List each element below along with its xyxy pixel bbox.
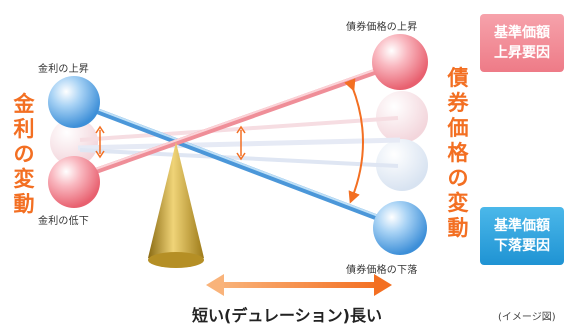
blue-ball-rate-up bbox=[48, 76, 100, 128]
faded-right-ball-lower bbox=[376, 139, 428, 191]
faded-left-ball bbox=[50, 118, 98, 166]
label-rate-down: 金利の低下 bbox=[38, 216, 89, 227]
small-double-arrow-middle bbox=[236, 125, 246, 161]
label-price-down: 債券価格の下落 bbox=[346, 265, 418, 276]
faded-right-ball-upper bbox=[376, 91, 428, 143]
beam-red bbox=[74, 62, 396, 181]
duration-arrow bbox=[206, 274, 392, 296]
pivot-cone bbox=[148, 142, 204, 264]
red-ball-rate-down bbox=[48, 156, 100, 208]
label-price-up: 債券価格の上昇 bbox=[346, 22, 418, 33]
red-ball-price-up bbox=[372, 34, 428, 90]
beam-blue bbox=[74, 100, 396, 227]
blue-ball-price-down bbox=[373, 201, 427, 255]
badge-up-line2: 上昇要因 bbox=[494, 45, 550, 61]
vertical-label-rate-change: 金利の変動 bbox=[13, 92, 35, 216]
badge-down-line1: 基準価額 bbox=[494, 218, 550, 234]
badge-up-line1: 基準価額 bbox=[494, 25, 550, 41]
small-double-arrow-left bbox=[95, 125, 105, 159]
badge-nav-down-factor: 基準価額 下落要因 bbox=[480, 207, 564, 265]
badge-down-line2: 下落要因 bbox=[494, 238, 550, 254]
curved-double-arrow-right bbox=[344, 78, 364, 204]
vertical-label-price-change: 債券価格の変動 bbox=[447, 66, 469, 240]
image-note: (イメージ図) bbox=[498, 312, 556, 323]
duration-label: 短い(デュレーション)長い bbox=[192, 306, 382, 325]
badge-nav-up-factor: 基準価額 上昇要因 bbox=[480, 14, 564, 72]
label-rate-up: 金利の上昇 bbox=[38, 64, 89, 75]
beam-faded bbox=[77, 137, 401, 151]
